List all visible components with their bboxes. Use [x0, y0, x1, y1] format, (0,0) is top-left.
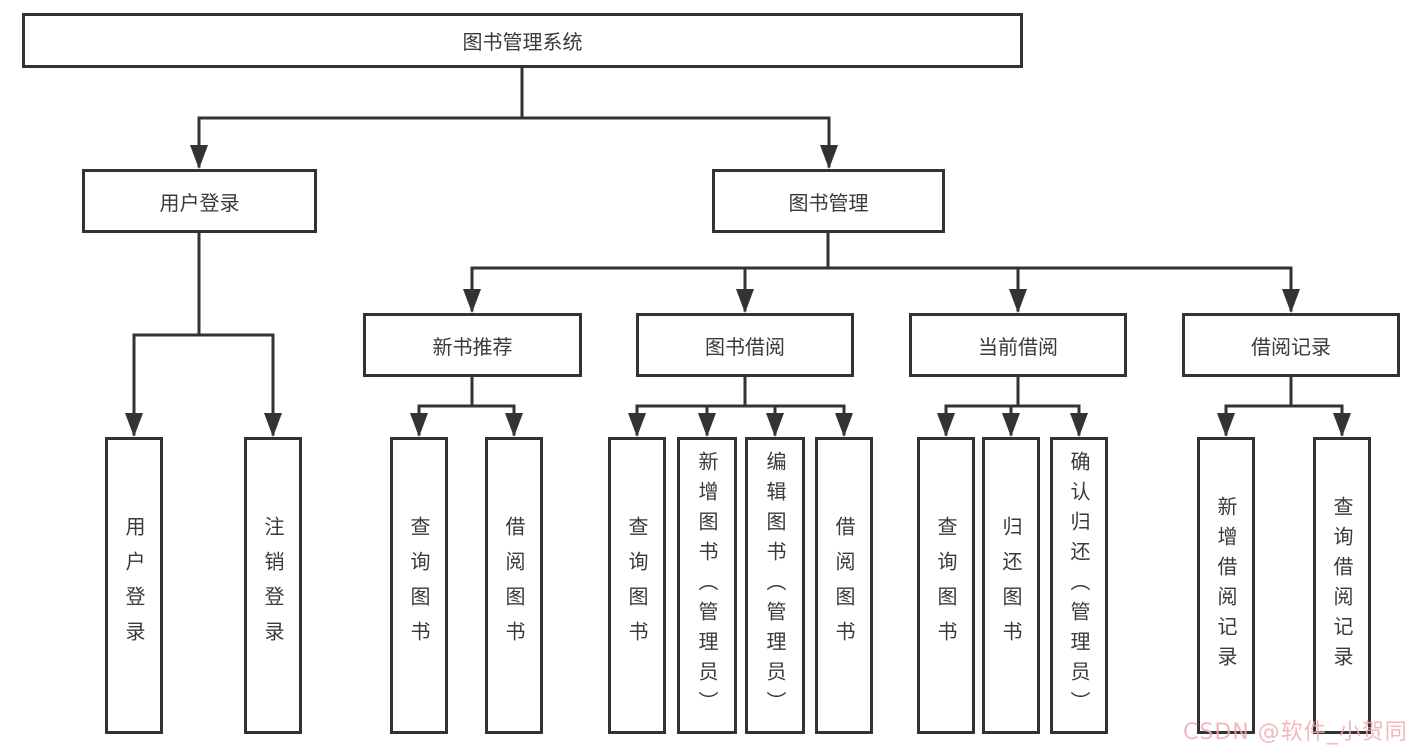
leaf-query-books-current: 查询图书 [917, 437, 975, 734]
connector-borrow-record-children [1217, 375, 1351, 437]
leaf-user-login: 用户登录 [105, 437, 163, 734]
node-book-borrow: 图书借阅 [636, 313, 854, 377]
leaf-borrow-books: 借阅图书 [815, 437, 873, 734]
node-current-borrow: 当前借阅 [909, 313, 1127, 377]
node-root-library-management-system: 图书管理系统 [22, 13, 1023, 68]
leaf-edit-books-admin: 编辑图书（管理员） [745, 437, 805, 734]
node-borrow-records: 借阅记录 [1182, 313, 1400, 377]
leaf-add-books-admin: 新增图书（管理员） [677, 437, 737, 734]
connector-current-borrow-children [937, 375, 1088, 437]
connector-root-to-level2 [190, 66, 838, 169]
connector-book-borrow-children [628, 375, 853, 437]
leaf-query-books-borrow: 查询图书 [608, 437, 666, 734]
csdn-watermark: CSDN @软件_小贺同学 [1183, 720, 1405, 745]
leaf-add-borrow-record: 新增借阅记录 [1197, 437, 1255, 734]
leaf-query-borrow-record: 查询借阅记录 [1313, 437, 1371, 734]
connector-new-book-children [410, 375, 523, 437]
connector-book-mgmt-to-level3 [463, 231, 1300, 313]
leaf-logout: 注销登录 [244, 437, 302, 734]
leaf-return-books: 归还图书 [982, 437, 1040, 734]
leaf-borrow-books-recommend: 借阅图书 [485, 437, 543, 734]
connector-user-login-children [125, 231, 282, 437]
leaf-query-books-recommend: 查询图书 [390, 437, 448, 734]
leaf-confirm-return-admin: 确认归还（管理员） [1050, 437, 1108, 734]
node-user-login: 用户登录 [82, 169, 317, 233]
node-book-management: 图书管理 [712, 169, 945, 233]
node-new-book-recommend: 新书推荐 [363, 313, 582, 377]
